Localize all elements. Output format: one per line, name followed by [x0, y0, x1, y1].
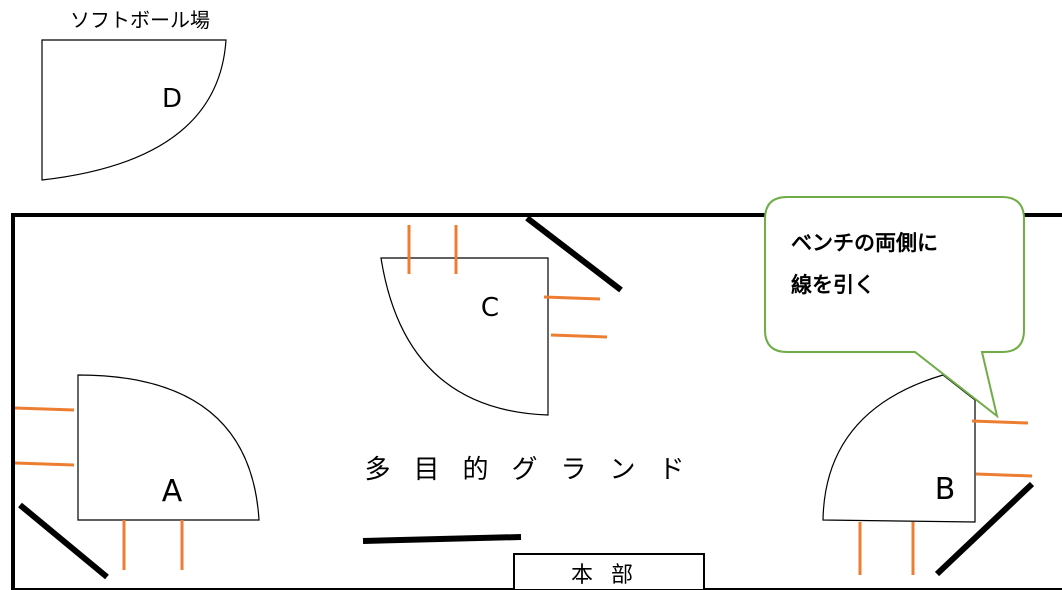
bench-line [14, 406, 75, 412]
center-fence [362, 534, 522, 544]
ground-name-label: 多目的グランド [364, 455, 707, 485]
headquarters-box [513, 553, 705, 590]
headquarters-label: 本部 [571, 563, 651, 588]
bench-line [543, 295, 601, 301]
bench-line [971, 419, 1029, 425]
field-b-label: B [935, 472, 956, 507]
field-c: C [380, 215, 623, 416]
field-a: A [14, 374, 260, 580]
callout-bubble-shape [764, 196, 1025, 419]
field-a-label: A [162, 474, 183, 509]
multipurpose-ground-boundary [11, 213, 1062, 590]
backstop-fence [934, 481, 1035, 577]
headquarters: 本部 [513, 553, 705, 590]
field-d-label: D [162, 84, 182, 114]
bench-line [14, 461, 75, 467]
callout-text-line1: ベンチの両側に [791, 231, 938, 255]
bench-line [550, 333, 608, 339]
field-a-shape [77, 374, 260, 521]
backstop-fence [525, 215, 623, 293]
softball-field-title: ソフトボール場 [70, 8, 210, 32]
backstop-fence [18, 502, 109, 580]
callout-text-line2: 線を引く [791, 273, 875, 297]
softball-field-d-shape [41, 39, 227, 181]
field-b: B [822, 374, 1035, 577]
callout-bubble: ベンチの両側に 線を引く [764, 196, 1025, 419]
softball-field-d: ソフトボール場 D [41, 8, 227, 181]
field-c-shape [380, 257, 549, 416]
bench-line [975, 472, 1033, 478]
field-c-label: C [481, 293, 499, 323]
